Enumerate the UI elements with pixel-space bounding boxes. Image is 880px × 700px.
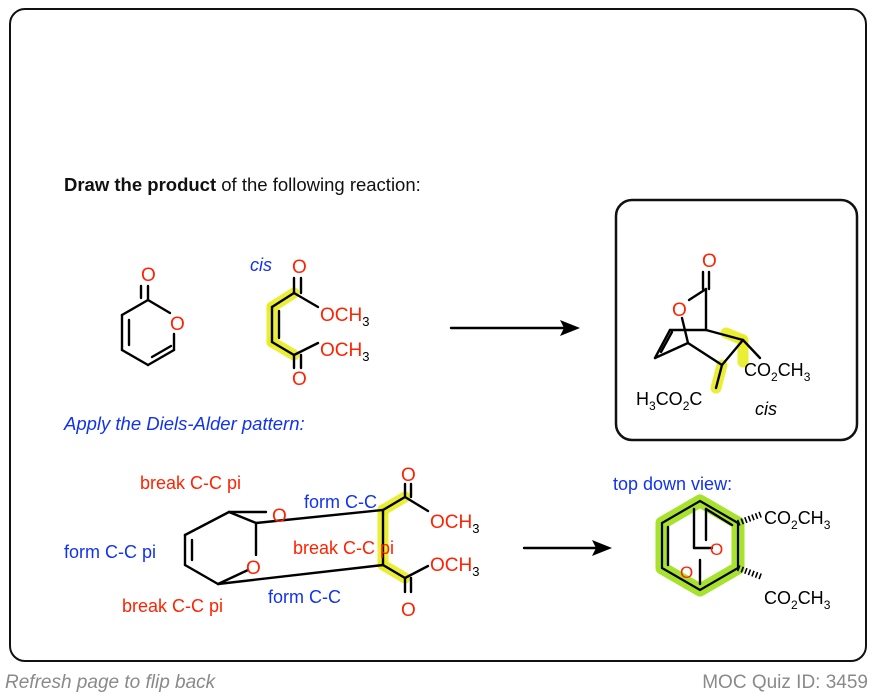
pyrone-structure — [120, 284, 176, 367]
top-view-structure — [660, 499, 764, 592]
top-view-ester-bottom: CO2CH3 — [764, 588, 831, 612]
pattern-och3-bottom: OCH3 — [430, 555, 479, 579]
label-form-cc-top: form C-C — [304, 492, 377, 512]
top-view-o-bottom: O — [680, 563, 693, 582]
label-break-pi-top: break C-C pi — [140, 473, 241, 493]
product-structure — [653, 270, 762, 390]
pyrone-o-ring: O — [170, 314, 185, 335]
pattern-heading: Apply the Diels-Alder pattern: — [63, 413, 305, 434]
label-form-cc-bottom: form C-C — [268, 587, 341, 607]
answer-box — [614, 198, 859, 442]
pattern-structure — [183, 482, 430, 594]
label-break-pi-mid: break C-C pi — [293, 538, 394, 558]
pattern-o-carbonyl: O — [272, 506, 287, 527]
question-prompt: Draw the product of the following reacti… — [64, 174, 421, 196]
label-break-pi-bottom: break C-C pi — [122, 596, 223, 616]
product-o-bridge: O — [672, 300, 687, 321]
pattern-o-top: O — [401, 465, 416, 486]
ester-och3-bottom: OCH3 — [320, 340, 369, 364]
cis-label-product: cis — [755, 399, 777, 419]
top-view-ester-top: CO2CH3 — [764, 508, 831, 532]
reaction-arrow-1 — [449, 320, 580, 336]
prompt-rest: of the following reaction: — [216, 174, 421, 195]
label-form-cc-pi: form C-C pi — [64, 542, 156, 562]
pattern-o-bridge: O — [246, 558, 261, 579]
top-view-label: top down view: — [613, 474, 732, 494]
quiz-id: MOC Quiz ID: 3459 — [702, 672, 868, 693]
reaction-arrow-2 — [522, 540, 612, 556]
ester-och3-top: OCH3 — [320, 305, 369, 329]
ester-o-top: O — [292, 257, 307, 278]
maleate-structure — [270, 276, 320, 370]
prompt-bold: Draw the product — [64, 174, 217, 195]
top-view-o-top: O — [710, 540, 723, 559]
ester-o-bottom: O — [292, 369, 307, 390]
product-co2ch3-right: CO2CH3 — [744, 360, 811, 384]
pattern-o-bottom: O — [401, 600, 416, 621]
product-h3co2c-left: H3CO2C — [636, 389, 702, 413]
pyrone-o-carbonyl: O — [141, 265, 156, 286]
refresh-hint: Refresh page to flip back — [5, 672, 216, 693]
product-o-carbonyl: O — [702, 251, 717, 272]
cis-label-reactant: cis — [250, 255, 272, 275]
pattern-och3-top: OCH3 — [430, 512, 479, 536]
